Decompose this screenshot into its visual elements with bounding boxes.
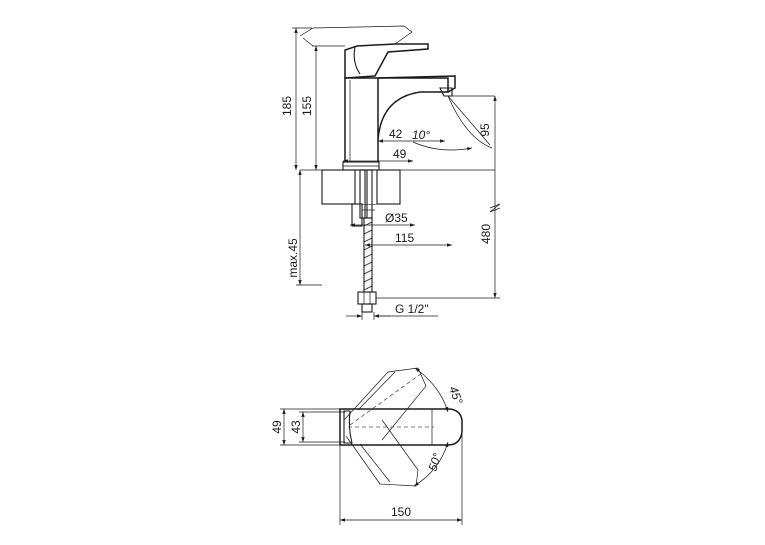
dim-115-label: 115 <box>395 231 414 245</box>
dim-155-label: 155 <box>300 96 314 116</box>
dim-10-degree-label: 10° <box>412 128 430 142</box>
dim-45-degree-label: 45° <box>446 384 465 406</box>
dim-50-degree-label: 50° <box>426 451 445 473</box>
top-dim-49-label: 49 <box>270 420 284 434</box>
lever-handle <box>299 25 429 79</box>
dim-95-label: 95 <box>478 123 492 137</box>
countertop-section <box>300 169 495 205</box>
lever-rotated-right <box>345 419 419 487</box>
top-view: 45° 50° 49 43 150 <box>270 367 466 525</box>
faucet-body <box>342 75 456 171</box>
top-dim-150-label: 150 <box>391 505 411 519</box>
dim-480-label: 480 <box>479 224 493 244</box>
dim-49-label: 49 <box>393 147 407 161</box>
top-dim-43-label: 43 <box>289 420 303 434</box>
side-view: 185 155 42 10° 95 49 Ø35 115 480 ma <box>280 25 501 320</box>
dim-185-label: 185 <box>280 96 294 116</box>
dim-max45-label: max.45 <box>286 238 300 278</box>
flexible-hose <box>357 217 377 313</box>
dim-42-label: 42 <box>389 127 403 141</box>
dim-d35-label: Ø35 <box>385 211 408 225</box>
dim-thread-label: G 1/2" <box>395 302 429 316</box>
